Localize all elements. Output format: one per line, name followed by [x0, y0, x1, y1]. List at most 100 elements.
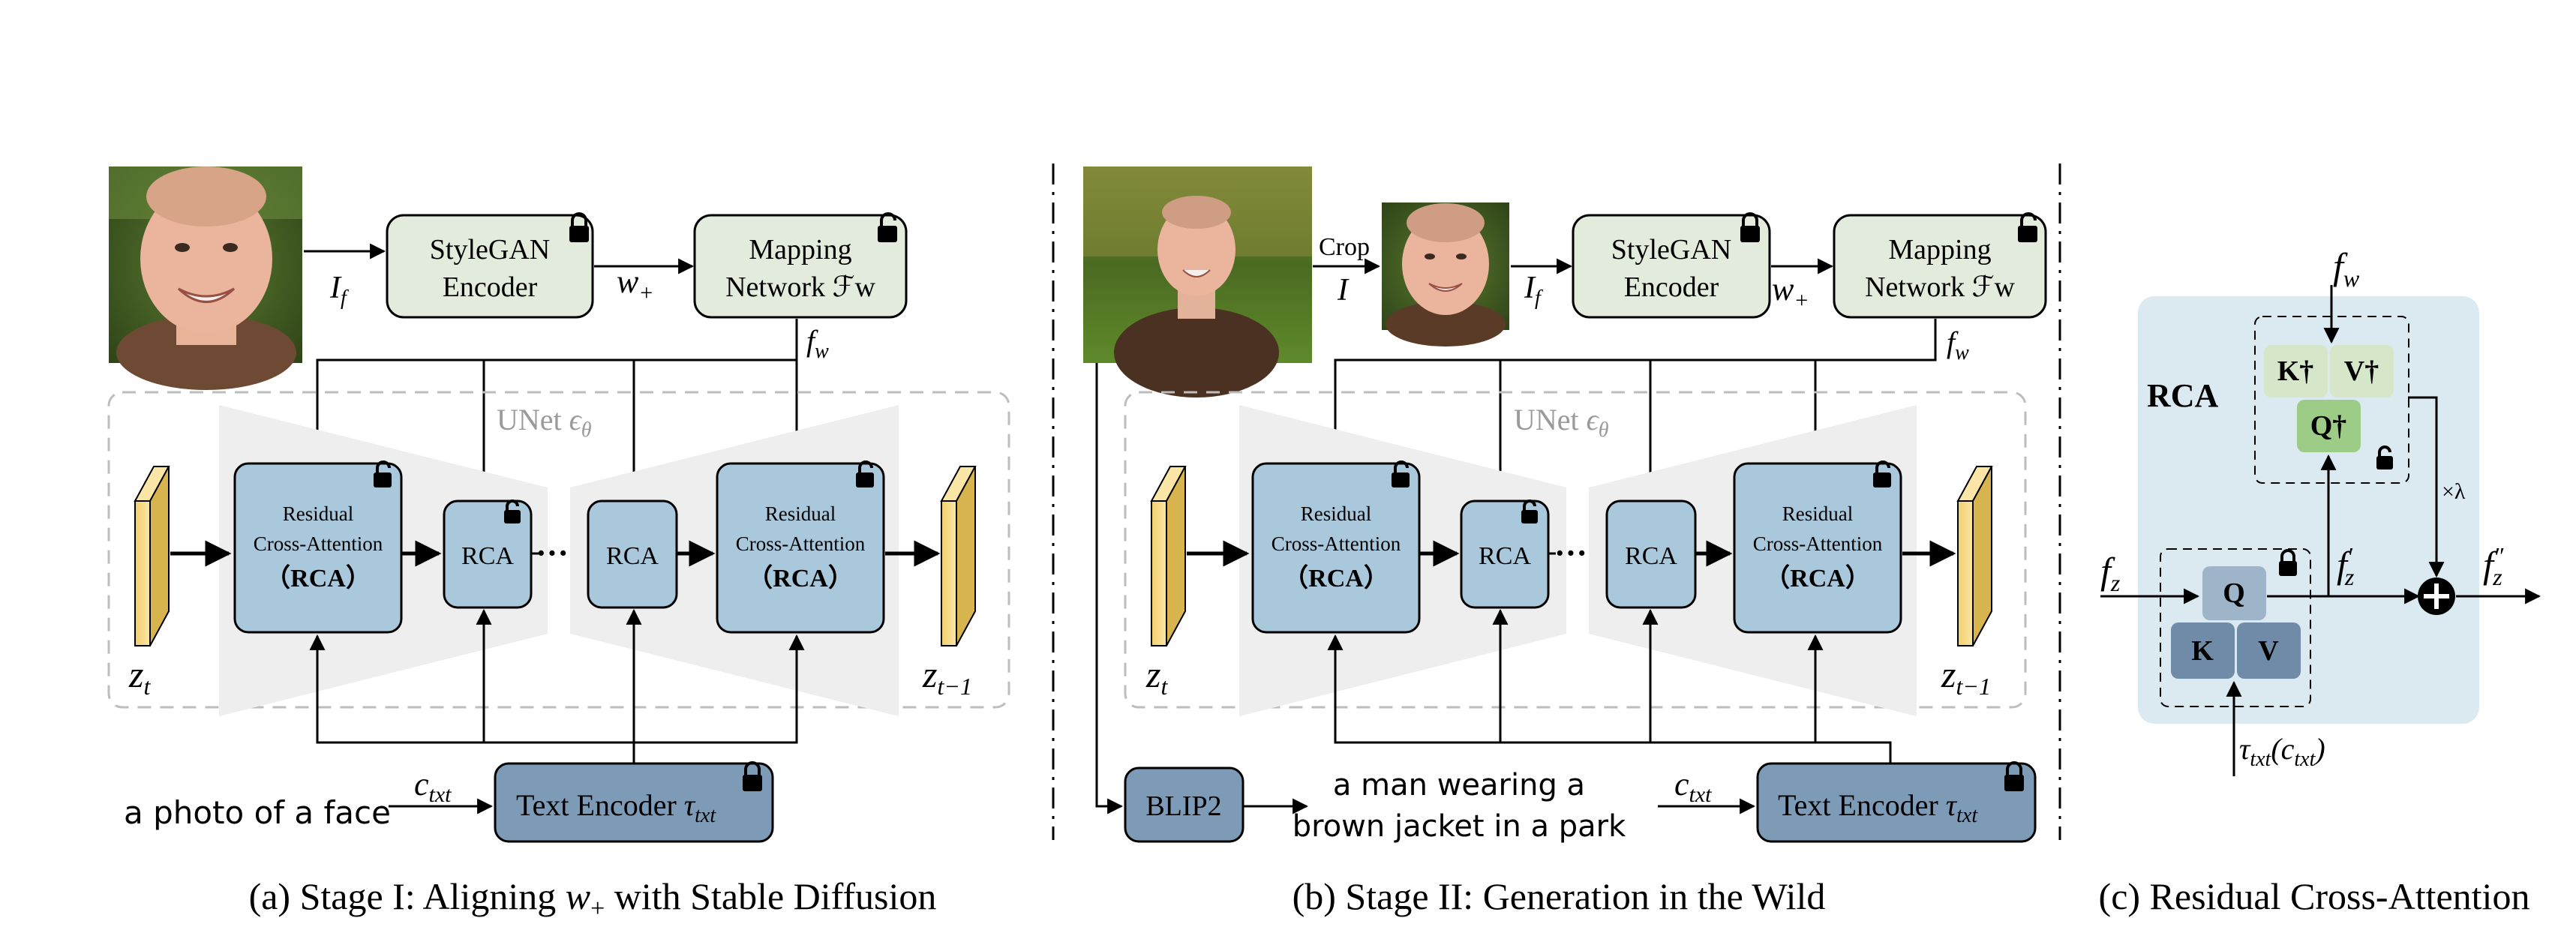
rca-detail-title: RCA: [2147, 377, 2219, 414]
rca-block-b-left-line3: （RCA）: [1283, 563, 1389, 592]
ellipsis-a: ···: [536, 535, 569, 572]
rca-block-b-right-line3: （RCA）: [1764, 563, 1871, 592]
generated-caption-line1: a man wearing a: [1333, 768, 1585, 802]
lock-icon: [2004, 761, 2024, 791]
label-if-b: If: [1524, 271, 1543, 310]
unet-label-b: UNet ϵθ: [1514, 403, 1609, 442]
v-dagger-block: V†: [2330, 345, 2394, 398]
rca-block-a-right-line3: （RCA）: [747, 563, 854, 592]
unlock-icon: [856, 460, 874, 488]
rca-block-b-2: RCA: [1605, 500, 1697, 609]
unlock-icon: [878, 212, 897, 242]
rca-block-a-right-line1: Residual: [765, 502, 836, 525]
caption-b: (b) Stage II: Generation in the Wild: [1293, 875, 1826, 917]
latent-zt1-a: [940, 466, 977, 646]
unet-label-a: UNet ϵθ: [497, 403, 592, 442]
qkv-group: [2160, 548, 2311, 707]
mapping-network-b-line2: Network ℱw: [1865, 272, 2015, 303]
label-zt1-b: zt−1: [1941, 653, 1991, 700]
cropped-face-b: [1382, 202, 1509, 346]
lambda-label: ×λ: [2442, 479, 2466, 504]
q-label: Q: [2223, 578, 2245, 609]
v-label: V: [2258, 635, 2279, 667]
mapping-network-a-line1: Mapping: [749, 234, 851, 266]
unlock-icon: [504, 500, 521, 524]
text-encoder-b-label: Text Encoder τtxt: [1778, 788, 1978, 827]
label-fw-c: fw: [2333, 245, 2360, 292]
rca-block-b-2-label: RCA: [1625, 542, 1677, 570]
unet-region-a: [107, 391, 1010, 709]
v-block: V: [2237, 622, 2301, 679]
unlock-icon: [374, 460, 392, 488]
q-block: Q: [2202, 566, 2266, 620]
residual-cross-attention-block-b-left: Residual Cross-Attention （RCA）: [1251, 460, 1421, 634]
k-block: K: [2171, 622, 2235, 679]
stylegan-encoder-a: StyleGAN Encoder: [386, 212, 594, 319]
rca-block-b-1-label: RCA: [1479, 542, 1531, 570]
stylegan-encoder-b: StyleGAN Encoder: [1572, 212, 1771, 319]
residual-cross-attention-block-a-right: Residual Cross-Attention （RCA）: [716, 460, 885, 634]
stylegan-encoder-b-line1: StyleGAN: [1611, 234, 1731, 266]
label-tau-input: τtxt(ctxt): [2239, 732, 2325, 771]
label-i-b: I: [1337, 273, 1350, 308]
crop-label: Crop: [1319, 233, 1370, 261]
caption-c: (c) Residual Cross-Attention: [2099, 875, 2530, 917]
rca-block-a-left-line1: Residual: [283, 502, 354, 525]
residual-cross-attention-block-b-right: Residual Cross-Attention （RCA）: [1733, 460, 1902, 634]
label-if-a: If: [329, 271, 349, 310]
latent-zt-a: [134, 466, 170, 646]
stylegan-encoder-a-line2: Encoder: [443, 272, 538, 303]
label-wplus-a: w+: [617, 263, 654, 305]
park-photo-b: [1083, 166, 1312, 398]
lock-icon: [2279, 549, 2297, 576]
lock-icon: [1740, 212, 1760, 242]
label-fw-a: fw: [806, 324, 829, 363]
unlock-icon: [2018, 212, 2037, 242]
generated-caption-line2: brown jacket in a park: [1293, 809, 1626, 844]
v-dagger-label: V†: [2344, 356, 2379, 387]
label-fw-b: fw: [1947, 326, 1969, 364]
rca-block-a-right-line2: Cross-Attention: [736, 532, 866, 555]
face-photo-a: [109, 166, 302, 390]
panel-b: Crop I If StyleGAN Encoder w+: [1083, 166, 2047, 917]
rca-block-b-left-line2: Cross-Attention: [1271, 532, 1401, 555]
latent-zt1-b: [1956, 466, 1993, 646]
label-zt-a: zt: [128, 653, 151, 700]
label-fz-double-prime: f″z: [2483, 542, 2504, 590]
label-ctxt-a: ctxt: [414, 766, 452, 807]
unet-region-b: [1124, 391, 2027, 709]
k-dagger-block: K†: [2264, 345, 2328, 398]
rca-block-a-2: RCA: [587, 500, 678, 609]
add-operator-icon: [2418, 578, 2455, 615]
rca-block-a-1: RCA: [443, 500, 533, 609]
q-dagger-block: Q†: [2297, 400, 2361, 452]
caption-a: (a) Stage I: Aligning w+ with Stable Dif…: [249, 875, 937, 922]
label-zt1-a: zt−1: [922, 653, 972, 700]
stylegan-encoder-b-line2: Encoder: [1624, 272, 1719, 303]
q-dagger-label: Q†: [2310, 410, 2347, 442]
ellipsis-b: ···: [1554, 535, 1587, 572]
lock-icon: [569, 212, 589, 242]
panel-c: RCA fw K† V† Q† ×λ Q K: [2099, 245, 2541, 917]
rca-block-b-left-line1: Residual: [1301, 502, 1372, 525]
mapping-network-a: Mapping Network ℱw: [693, 212, 908, 319]
blip2-block: BLIP2: [1124, 766, 1244, 843]
rca-block-a-left-line2: Cross-Attention: [254, 532, 383, 555]
kv-dagger-group: [2254, 316, 2409, 484]
rca-block-a-2-label: RCA: [606, 542, 659, 570]
mapping-network-a-line2: Network ℱw: [725, 272, 875, 303]
k-dagger-label: K†: [2277, 356, 2314, 387]
unlock-icon: [1392, 460, 1410, 488]
label-wplus-b: w+: [1772, 271, 1809, 313]
rca-block-a-1-label: RCA: [461, 542, 514, 570]
mapping-network-b: Mapping Network ℱw: [1833, 212, 2047, 319]
rca-block-a-left-line3: （RCA）: [265, 563, 371, 592]
latent-zt-b: [1150, 466, 1187, 646]
label-zt-b: zt: [1145, 653, 1168, 700]
text-encoder-a: Text Encoder τtxt: [494, 761, 774, 843]
unlock-icon: [1521, 500, 1538, 524]
label-ctxt-b: ctxt: [1674, 766, 1712, 807]
residual-cross-attention-block-a-left: Residual Cross-Attention （RCA）: [233, 460, 403, 634]
rca-block-b-1: RCA: [1460, 500, 1550, 609]
